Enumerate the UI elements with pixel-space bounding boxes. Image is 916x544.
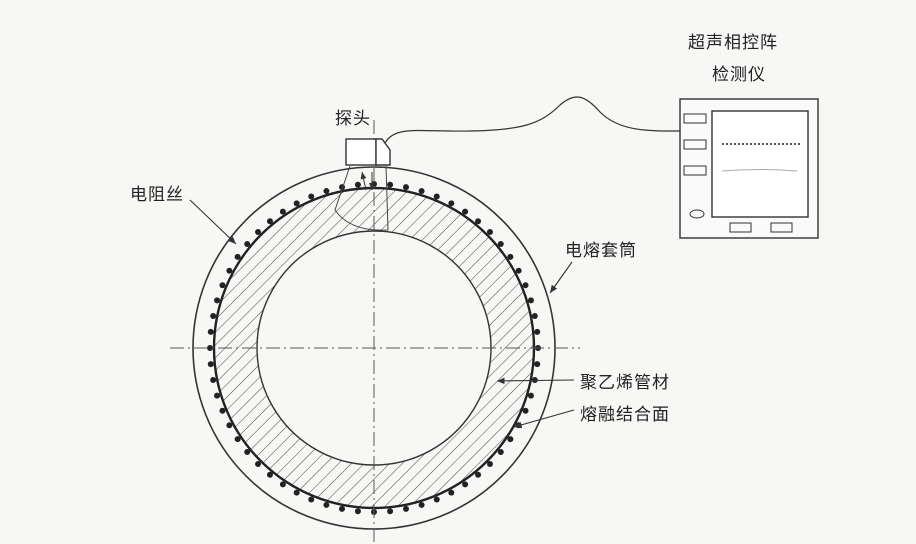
heating-wire-dot	[387, 181, 394, 188]
heating-wire-dot	[475, 471, 482, 478]
instrument-knob	[689, 209, 705, 219]
heating-wire-dot	[210, 313, 217, 320]
heating-wire-dot	[448, 200, 455, 207]
heating-wire-dot	[219, 282, 226, 289]
heating-wire-dot	[214, 392, 221, 399]
fusion-leader	[513, 409, 575, 429]
heating-wire-dot	[486, 229, 493, 236]
heating-wire-dot	[418, 188, 425, 195]
heating-wire-dot	[448, 489, 455, 496]
heating-wire-dot	[402, 184, 409, 191]
pe-pipe-label: 聚乙烯管材	[580, 373, 670, 393]
heating-wire-dot	[497, 449, 504, 456]
heating-wire-dot	[244, 240, 251, 247]
heating-wire-dot	[293, 200, 300, 207]
heating-wire-dot	[207, 328, 214, 335]
heating-wire-dot	[354, 508, 361, 515]
heating-wire-dots	[207, 181, 541, 515]
instrument-label-line1: 超声相控阵	[688, 33, 778, 53]
phased-array-instrument	[679, 98, 819, 239]
instrument-button	[683, 165, 707, 176]
fusion-interface-label: 熔融结合面	[580, 405, 670, 425]
heating-wire-dot	[323, 501, 330, 508]
heating-wire-dot	[534, 361, 541, 368]
heating-wire-dot	[279, 208, 286, 215]
heating-wire-dot	[255, 229, 262, 236]
heating-wire-dot	[475, 218, 482, 225]
pe-pipe-leader	[496, 377, 575, 385]
heating-wire-dot	[226, 422, 233, 429]
heating-wire-dot	[293, 489, 300, 496]
sleeve-label: 电熔套筒	[565, 241, 637, 261]
instrument-screen	[711, 110, 809, 218]
heating-wire-dot	[244, 449, 251, 456]
heating-wire-dot	[207, 361, 214, 368]
heating-wire-dot	[210, 376, 217, 383]
heating-wire-dot	[234, 253, 241, 260]
sleeve-leader	[549, 261, 573, 294]
heating-wire-dot	[387, 508, 394, 515]
heating-wire-dot	[418, 501, 425, 508]
heating-wire-dot	[279, 481, 286, 488]
heating-wire-dot	[308, 496, 315, 503]
heating-wire-dot	[226, 267, 233, 274]
probe-label: 探头	[335, 109, 371, 129]
heating-wire-dot	[308, 193, 315, 200]
heating-wire-dot	[266, 471, 273, 478]
heating-wire-dot	[527, 297, 534, 304]
heating-wire-dot	[402, 505, 409, 512]
heating-wire-dot	[462, 481, 469, 488]
instrument-button	[683, 113, 707, 124]
heating-wire-dot	[207, 345, 213, 351]
heating-wire-dot	[534, 328, 541, 335]
heating-wire-dot	[507, 253, 514, 260]
heating-wire-dot	[339, 505, 346, 512]
heating-wire-leader	[189, 199, 237, 245]
probe-cable	[384, 96, 682, 144]
heating-wire-dot	[433, 496, 440, 503]
heating-wire-dot	[497, 240, 504, 247]
heating-wire-dot	[527, 392, 534, 399]
heating-wire-dot	[219, 407, 226, 414]
instrument-button	[770, 222, 793, 233]
heating-wire-dot	[522, 407, 529, 414]
instrument-button	[729, 222, 752, 233]
heating-wire-dot	[354, 181, 361, 188]
heating-wire-dot	[522, 282, 529, 289]
heating-wire-dot	[323, 188, 330, 195]
heating-wire-dot	[433, 193, 440, 200]
heating-wire-dot	[486, 460, 493, 467]
heating-wire-dot	[531, 313, 538, 320]
heating-wire-dot	[266, 218, 273, 225]
heating-wire-label: 电阻丝	[130, 185, 184, 205]
instrument-button	[683, 139, 707, 150]
heating-wire-dot	[515, 267, 522, 274]
probe	[334, 138, 391, 231]
heating-wire-dot	[255, 460, 262, 467]
heating-wire-dot	[214, 297, 221, 304]
heating-wire-dot	[462, 208, 469, 215]
instrument-label-line2: 检测仪	[712, 65, 766, 85]
heating-wire-dot	[507, 436, 514, 443]
heating-wire-dot	[234, 436, 241, 443]
